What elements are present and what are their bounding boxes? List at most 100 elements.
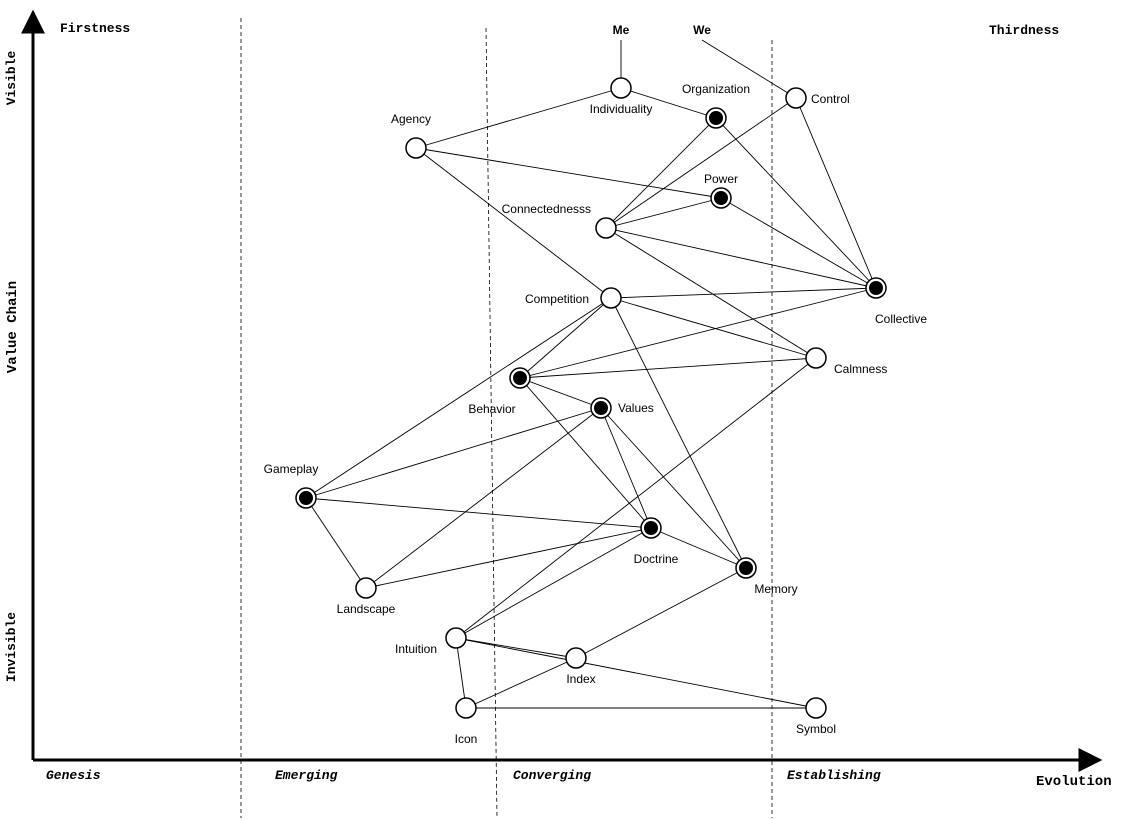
- link-values-gameplay: [305, 407, 602, 499]
- link-landscape-doctrine: [365, 527, 652, 589]
- component-gameplay[interactable]: Gameplay: [264, 462, 319, 509]
- link-index-icon: [465, 657, 577, 709]
- component-organization[interactable]: Organization: [682, 82, 750, 129]
- link-calmness-intuition: [455, 357, 817, 639]
- corner-label-firstness: Firstness: [60, 21, 130, 36]
- component-marker-fill-collective: [869, 281, 883, 295]
- component-marker-calmness[interactable]: [805, 347, 827, 369]
- component-label-values: Values: [618, 401, 654, 415]
- component-marker-landscape[interactable]: [355, 577, 377, 599]
- link-organization-collective: [715, 117, 877, 289]
- component-label-agency: Agency: [391, 112, 431, 126]
- component-marker-index[interactable]: [565, 647, 587, 669]
- link-competition-gameplay: [305, 297, 612, 499]
- component-marker-control[interactable]: [785, 87, 807, 109]
- link-values-doctrine: [600, 407, 652, 529]
- component-label-power: Power: [704, 172, 738, 186]
- link-we-control: [701, 39, 797, 99]
- stage-dividers: [240, 18, 773, 819]
- stage-label-emerging: Emerging: [275, 768, 338, 783]
- component-marker-symbol[interactable]: [805, 697, 827, 719]
- component-values[interactable]: Values: [590, 397, 654, 419]
- component-calmness[interactable]: Calmness: [805, 347, 887, 376]
- link-gameplay-doctrine: [305, 497, 652, 529]
- component-marker-fill-doctrine: [644, 521, 658, 535]
- component-marker-competition[interactable]: [600, 287, 622, 309]
- component-competition[interactable]: Competition: [525, 287, 622, 309]
- component-label-organization: Organization: [682, 82, 750, 96]
- x-axis-title: Evolution: [1036, 774, 1112, 790]
- link-competition-calmness: [610, 297, 817, 359]
- component-label-individuality: Individuality: [590, 102, 653, 116]
- y-axis-title: Value Chain: [5, 281, 21, 373]
- component-memory[interactable]: Memory: [735, 557, 798, 596]
- y-axis-bottom-label: Invisible: [4, 612, 19, 682]
- stage-label-establishing: Establishing: [787, 768, 881, 783]
- component-marker-fill-gameplay: [299, 491, 313, 505]
- component-marker-fill-behavior: [513, 371, 527, 385]
- component-landscape[interactable]: Landscape: [337, 577, 396, 616]
- link-doctrine-intuition: [455, 527, 652, 639]
- link-connectedness-collective: [605, 227, 877, 289]
- link-values-landscape: [365, 407, 602, 589]
- component-label-symbol: Symbol: [796, 722, 836, 736]
- link-gameplay-landscape: [305, 497, 367, 589]
- component-marker-fill-values: [594, 401, 608, 415]
- component-behavior[interactable]: Behavior: [468, 367, 531, 416]
- link-values-memory: [600, 407, 747, 569]
- component-marker-fill-organization: [709, 111, 723, 125]
- link-competition-memory: [610, 297, 747, 569]
- component-label-memory: Memory: [754, 582, 797, 596]
- stage-label-genesis: Genesis: [46, 768, 101, 783]
- component-label-competition: Competition: [525, 292, 589, 306]
- component-label-index: Index: [566, 672, 595, 686]
- links: [305, 39, 877, 709]
- anchor-me: Me: [613, 23, 630, 37]
- link-memory-index: [575, 567, 747, 659]
- link-connectedness-power: [605, 197, 722, 229]
- stage-labels: Genesis Emerging Converging Establishing: [46, 768, 881, 783]
- component-symbol[interactable]: Symbol: [796, 697, 836, 736]
- anchors: Me We: [613, 23, 712, 37]
- components: Individuality OrganizationControlAgencyPo…: [264, 77, 927, 746]
- link-intuition-index: [455, 637, 577, 659]
- link-power-collective: [720, 197, 877, 289]
- link-organization-connectedness: [605, 117, 717, 229]
- link-collective-behavior: [519, 287, 877, 379]
- link-connectedness-calmness: [605, 227, 817, 359]
- component-label-behavior: Behavior: [468, 402, 515, 416]
- link-individuality-organization: [620, 87, 717, 119]
- component-marker-individuality[interactable]: [610, 77, 632, 99]
- link-behavior-values: [519, 377, 602, 409]
- link-agency-individuality: [415, 87, 622, 149]
- component-agency[interactable]: Agency: [391, 112, 431, 159]
- link-agency-power: [415, 147, 722, 199]
- component-marker-fill-memory: [739, 561, 753, 575]
- component-label-connectedness: Connectednesss: [502, 202, 591, 216]
- component-icon[interactable]: Icon: [455, 697, 478, 746]
- component-doctrine[interactable]: Doctrine: [634, 517, 679, 566]
- component-marker-icon[interactable]: [455, 697, 477, 719]
- link-control-connectedness: [605, 97, 797, 229]
- component-marker-agency[interactable]: [405, 137, 427, 159]
- component-marker-fill-power: [714, 191, 728, 205]
- component-intuition[interactable]: Intuition: [395, 627, 467, 656]
- component-label-doctrine: Doctrine: [634, 552, 679, 566]
- component-label-control: Control: [811, 92, 850, 106]
- anchor-we: We: [693, 23, 711, 37]
- component-marker-connectedness[interactable]: [595, 217, 617, 239]
- component-connectedness[interactable]: Connectednesss: [502, 202, 617, 239]
- stage-label-converging: Converging: [513, 768, 591, 783]
- link-intuition-symbol: [455, 637, 817, 709]
- link-control-collective: [795, 97, 877, 289]
- component-collective[interactable]: Collective: [865, 277, 927, 326]
- component-individuality[interactable]: Individuality: [590, 77, 653, 116]
- link-competition-behavior: [519, 297, 612, 379]
- link-doctrine-memory: [650, 527, 747, 569]
- component-control[interactable]: Control: [785, 87, 850, 109]
- component-power[interactable]: Power: [704, 172, 738, 209]
- component-marker-intuition[interactable]: [445, 627, 467, 649]
- component-index[interactable]: Index: [565, 647, 596, 686]
- axes: [21, 9, 1103, 772]
- link-agency-competition: [415, 147, 612, 299]
